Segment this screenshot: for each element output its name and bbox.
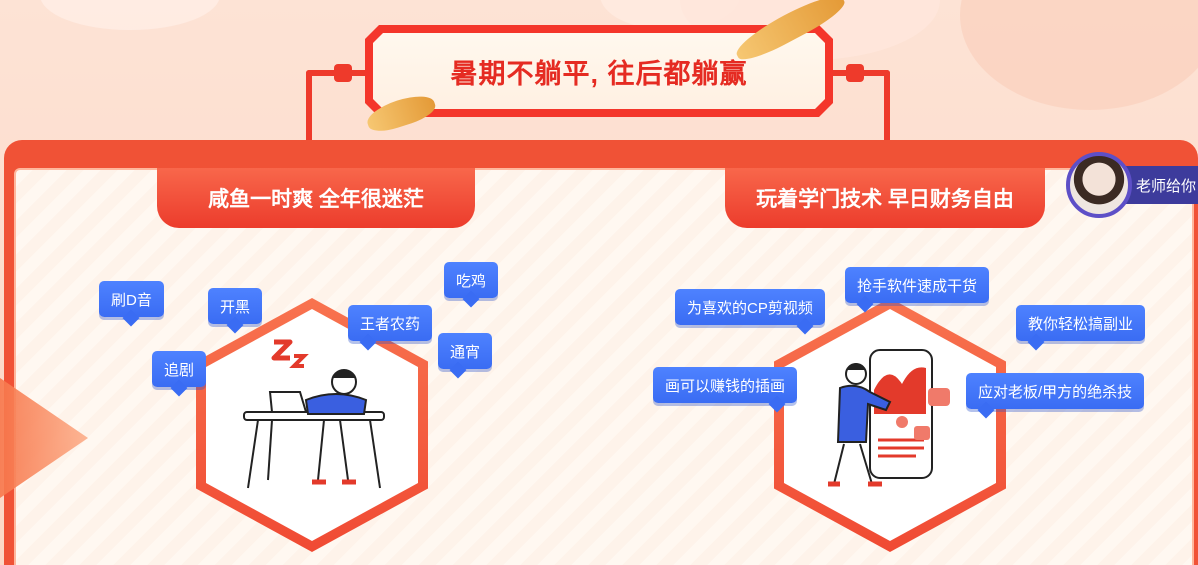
page-title: 暑期不躺平, 往后都躺赢 bbox=[450, 58, 748, 89]
bubble-left-0: 刷D音 bbox=[99, 281, 164, 317]
teacher-avatar[interactable] bbox=[1066, 152, 1132, 218]
bubble-text: 教你轻松搞副业 bbox=[1028, 315, 1134, 333]
bubble-left-3: 王者农药 bbox=[348, 305, 433, 341]
bubble-text: 吃鸡 bbox=[456, 272, 487, 290]
bubble-right-1: 抢手软件速成干货 bbox=[845, 267, 990, 303]
hanger-knob-right bbox=[846, 64, 864, 82]
bubble-right-0: 为喜欢的CP剪视频 bbox=[675, 289, 825, 325]
hanger-post-right bbox=[884, 70, 890, 148]
teacher-widget[interactable]: 老师给你 bbox=[1066, 152, 1198, 218]
bubble-left-2: 吃鸡 bbox=[444, 262, 499, 298]
right-panel-heading-text: 玩着学门技术 早日财务自由 bbox=[756, 188, 1014, 211]
bubble-left-4: 追剧 bbox=[152, 351, 207, 387]
bubble-text: 追剧 bbox=[164, 361, 195, 379]
bubble-right-2: 教你轻松搞副业 bbox=[1016, 305, 1146, 341]
left-panel-heading-text: 咸鱼一时爽 全年很迷茫 bbox=[208, 188, 424, 211]
bubble-text: 王者农药 bbox=[360, 315, 421, 333]
bubble-text: 画可以赚钱的插画 bbox=[665, 377, 786, 395]
bubble-text: 应对老板/甲方的绝杀技 bbox=[978, 383, 1133, 401]
cloud-decoration bbox=[40, 0, 220, 30]
cloud-decoration bbox=[960, 0, 1198, 110]
phone-creator-illustration bbox=[828, 349, 950, 487]
bubble-text: 通宵 bbox=[450, 343, 481, 361]
hanger-knob-left bbox=[334, 64, 352, 82]
bubble-right-3: 画可以赚钱的插画 bbox=[653, 367, 798, 403]
teacher-label-text: 老师给你 bbox=[1136, 177, 1197, 195]
bubble-text: 开黑 bbox=[220, 298, 251, 316]
bubble-text: 为喜欢的CP剪视频 bbox=[687, 299, 813, 317]
left-panel-heading: 咸鱼一时爽 全年很迷茫 bbox=[157, 168, 475, 228]
bubble-right-4: 应对老板/甲方的绝杀技 bbox=[966, 373, 1145, 409]
bubble-text: 刷D音 bbox=[111, 291, 152, 309]
bubble-left-5: 通宵 bbox=[438, 333, 493, 369]
hanger-post-left bbox=[306, 70, 312, 148]
bubble-text: 抢手软件速成干货 bbox=[857, 277, 978, 295]
lazy-person-illustration bbox=[243, 339, 385, 489]
right-panel-heading: 玩着学门技术 早日财务自由 bbox=[725, 168, 1045, 228]
bubble-left-1: 开黑 bbox=[208, 288, 263, 324]
